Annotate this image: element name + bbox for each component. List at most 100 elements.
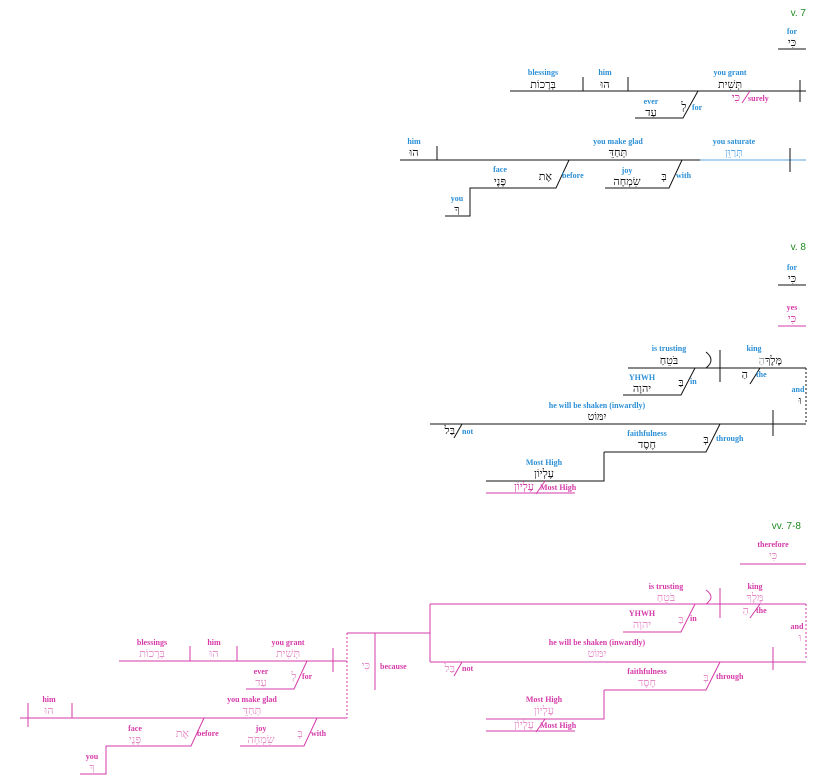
c-you-step [80,745,125,775]
c-before-face-modifier [125,717,205,747]
c-because-gloss: because [380,662,407,671]
v8-the-gloss: the [756,370,767,379]
c-tashit: תְּשִׁית [276,648,300,660]
v7-ever-gloss: ever [644,97,659,106]
v7-for-ever-modifier [635,90,699,119]
c-the-gloss: the [756,606,767,615]
v7-surely-gloss: surely [748,94,769,103]
c-shaken-gloss: he will be shaken (inwardly) [549,638,646,647]
c-in-yhwh-modifier [623,603,696,633]
v8-king-gloss: king [746,344,761,353]
c-blessings-gloss: blessings [137,638,167,647]
c-ever-gloss: ever [254,667,269,676]
c-grant-gloss: you grant [271,638,304,647]
c-ki-because: כִּי [362,660,370,672]
c-simcha: שִׂמְחָה [247,734,274,746]
c-him2-gloss: him [42,695,56,704]
v8-yimmot: יִמּוֹט [588,411,607,423]
c-trusting-gloss: is trusting [649,582,683,591]
c-kaf2: ךָ [89,762,94,774]
c-with-joy-modifier [240,717,318,747]
v8-most-high-gloss: Most High [526,458,563,467]
c-vav: וּ [798,632,802,644]
v8-chesed: חֶסֶד [638,439,656,451]
v7-for-gloss: for [787,27,798,36]
v8-most-high-step [486,452,605,482]
c-face-gloss: face [128,724,142,733]
c-bal: בַּל [444,663,455,675]
v8-yhwh-gloss: YHWH [629,373,656,382]
c-the-slant [749,603,761,619]
c-et: אֶת [176,728,190,740]
combined-diagram: vv. 7-8 therefore כִּי is trusting בֹּטֵ… [20,521,807,775]
c-king-gloss: king [747,582,762,591]
v7-hu: הוּ [599,79,609,91]
c-through-modifier [604,661,721,691]
c-appositive-slant [535,718,546,733]
c-most-high-step [486,690,605,720]
v8-bal: בַּל [444,425,455,437]
v7-le: לְ [680,101,686,113]
v7-ki-surely: כִּי [732,92,740,104]
c-hu: הוּ [208,648,218,660]
c-be2: בְּ [703,672,708,684]
v8-most-high-app: Most High [540,483,577,492]
v7-saturate-he: תְּרַוֵּן [725,147,743,159]
c-for-ever-modifier [246,660,308,690]
v7-blessings-gloss: blessings [528,68,558,77]
v8-ki: כִּי [788,273,796,285]
c-pane: פָּנֶי [129,734,141,746]
c-him-gloss: him [207,638,221,647]
v7-ad: עַד [645,107,657,119]
v7-kaf2: ךָ [454,204,459,216]
v7-before-face-modifier [490,159,570,189]
c-ha: הַ [743,605,749,617]
v8-faith-gloss: faithfulness [627,429,667,438]
v7-with-gloss: with [676,171,692,180]
v8-for-gloss: for [787,263,798,272]
v8-elyon: עֶלְיוֹן [534,468,554,480]
v8-boteach: בֹּטֵחַ [660,355,678,367]
c-melekh: מֶּלֶךְ [746,592,763,604]
c-joy-gloss: joy [255,724,267,733]
v7-joy-gloss: joy [621,166,633,175]
c-elyon: עֶלְיוֹן [534,705,554,717]
c-be3: בְּ [297,728,302,740]
v8-trusting-gloss: is trusting [652,344,686,353]
c-yhwh: יהוָה [633,619,651,631]
c-bracket [705,589,712,605]
v7-hu2: הוּ [408,147,418,159]
v8-the-slant [749,367,761,385]
c-before-gloss: before [197,729,219,738]
v8-be: בַּ [678,377,683,389]
v8-bracket [705,351,712,369]
v7-you-step [445,187,490,217]
v7-him-gloss: him [598,68,612,77]
c-be: בַּ [678,614,683,626]
c-in-gloss: in [690,614,697,623]
c-through-gloss: through [716,672,744,681]
c-most-high-app: Most High [540,721,577,730]
v8-elyon-app: עֶלְיוֹן [514,481,534,493]
v7-simcha: שִׂמְחָה [613,176,640,188]
c-blessings: בְּרָכוֹת [139,648,165,660]
v8-melekh: מֶּלֶךְ [765,355,782,367]
v7-him2-gloss: him [407,137,421,146]
v7-with-joy-modifier [605,159,683,189]
c-hu2: הוּ [43,705,53,717]
v8-not-slant [453,423,463,439]
v8-ha2: הַ [742,369,748,381]
c-yhwh-gloss: YHWH [629,609,656,618]
c-most-high-gloss: Most High [526,695,563,704]
v7-face-gloss: face [493,165,507,174]
verse-7-8-label: vv. 7-8 [772,521,802,532]
v7-surely-slant [741,90,751,104]
verse-7-label: v. 7 [791,8,807,19]
v8-ha: הַ [759,355,765,367]
v8-be2: בְּ [703,434,708,446]
v7-be: בְּ [661,171,666,183]
v8-through-gloss: through [716,434,744,443]
c-yimmot: יִמּוֹט [588,648,607,660]
c-faith-gloss: faithfulness [627,667,667,676]
c-therefore-gloss: therefore [757,540,789,549]
